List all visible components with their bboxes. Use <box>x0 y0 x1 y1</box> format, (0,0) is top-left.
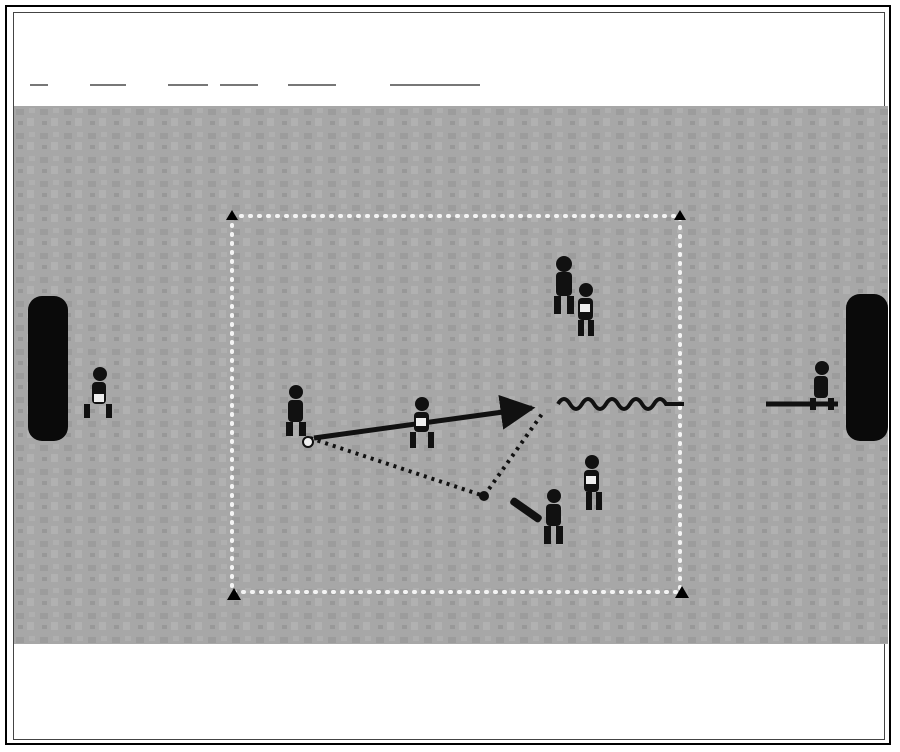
drill-diagram <box>14 106 888 644</box>
cone-top-right <box>674 210 686 220</box>
attacker-center <box>410 397 434 448</box>
goalkeeper-left <box>84 367 112 418</box>
turf-texture <box>14 106 888 644</box>
cone-bottom-left <box>227 588 241 600</box>
defender-top-1 <box>554 256 574 314</box>
left-goal <box>28 296 68 441</box>
defender-sliding <box>510 489 563 544</box>
attacker-with-ball <box>286 385 314 448</box>
goalkeeper-right <box>810 361 834 410</box>
outer-frame <box>5 5 891 745</box>
right-goal <box>846 294 888 441</box>
training-field <box>14 106 888 644</box>
top-caption-marks <box>20 84 880 90</box>
attacker-bottom-right <box>584 455 602 510</box>
dribble-line <box>556 397 684 411</box>
defender-top-2 <box>578 283 594 336</box>
run-turn-point <box>479 491 489 501</box>
cone-bottom-right <box>675 586 689 598</box>
dotted-boundary <box>230 214 682 594</box>
run-dotted-path <box>309 412 544 499</box>
cone-top-left <box>226 210 238 220</box>
